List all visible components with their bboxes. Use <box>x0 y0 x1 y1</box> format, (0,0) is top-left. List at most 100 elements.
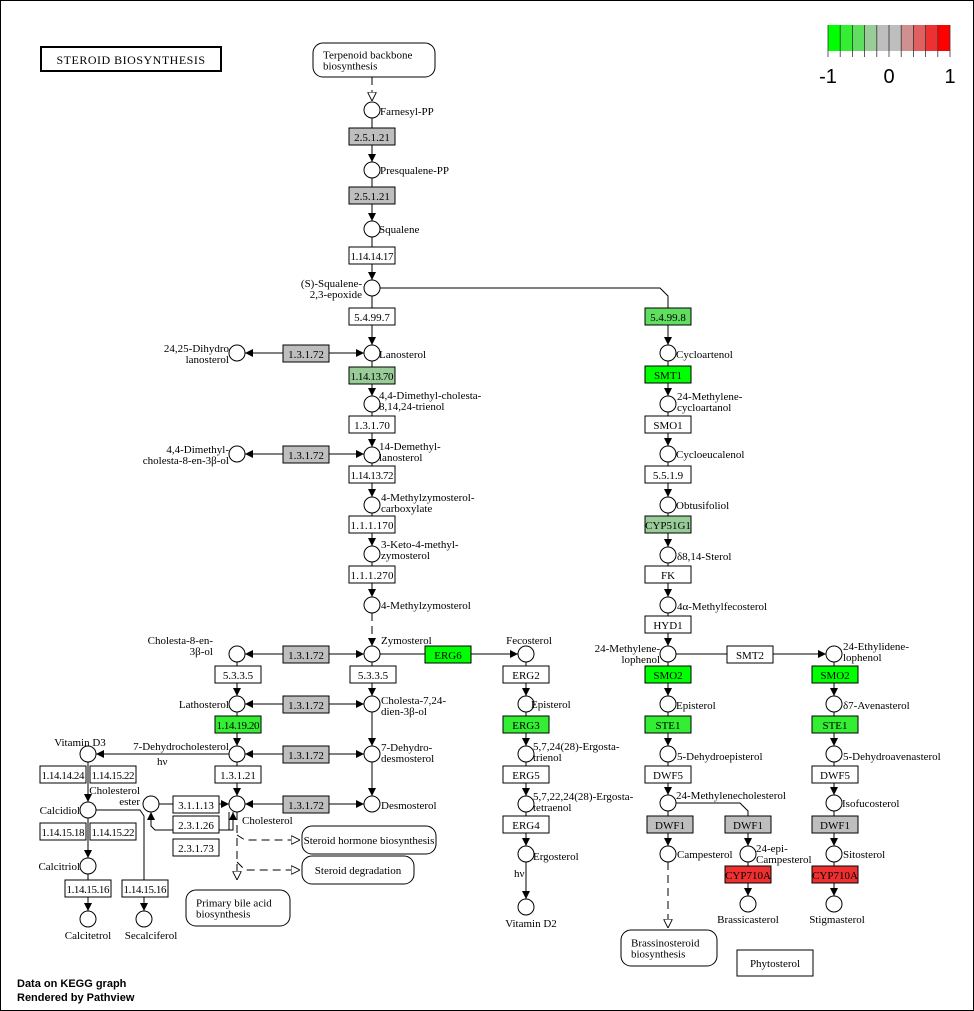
compound-fecosterol[interactable]: Fecosterol <box>506 635 552 663</box>
enzyme-box[interactable] <box>811 865 859 884</box>
enzyme-1-3-1-21[interactable]: 1.3.1.21 <box>214 765 262 784</box>
compound-episterol_y[interactable]: Episterol <box>517 695 571 713</box>
enzyme-box[interactable] <box>811 665 859 684</box>
compound-dhc7[interactable]: 7-Dehydrocholesterol <box>133 741 246 763</box>
enzyme-box[interactable] <box>282 745 330 764</box>
enzyme-1-14-13-70[interactable]: 1.14.13.70 <box>348 366 396 385</box>
compound-node[interactable] <box>142 795 160 813</box>
enzyme-erg5[interactable]: ERG5 <box>502 765 550 784</box>
map-link-hormone[interactable]: Steroid hormone biosynthesis <box>301 825 437 855</box>
compound-secalciferol[interactable]: Secalciferol <box>125 910 178 942</box>
enzyme-1-14-15-16[interactable]: 1.14.15.16 <box>121 879 169 898</box>
compound-node[interactable] <box>363 645 381 663</box>
compound-node[interactable] <box>363 101 381 119</box>
compound-campesterol[interactable]: Campesterol <box>659 845 733 863</box>
enzyme-box[interactable] <box>282 445 330 464</box>
enzyme-box[interactable] <box>502 765 550 784</box>
enzyme-ste1[interactable]: STE1 <box>811 715 859 734</box>
compound-node[interactable] <box>363 279 381 297</box>
compound-node[interactable] <box>659 845 677 863</box>
compound-node[interactable] <box>825 745 843 763</box>
compound-node[interactable] <box>79 910 97 928</box>
compound-node[interactable] <box>659 344 677 362</box>
compound-node[interactable] <box>363 795 381 813</box>
enzyme-smt2[interactable]: SMT2 <box>726 645 774 664</box>
compound-node[interactable] <box>79 745 97 763</box>
enzyme-dwf1[interactable]: DWF1 <box>811 815 859 834</box>
compound-node[interactable] <box>517 645 535 663</box>
compound-keto[interactable]: 3-Keto-4-methyl-zymosterol <box>363 539 459 563</box>
enzyme-1-1-1-270[interactable]: 1.1.1.270 <box>348 565 396 584</box>
compound-mlophenol[interactable]: 24-Methylene-lophenol <box>595 643 677 666</box>
compound-node[interactable] <box>659 794 677 812</box>
enzyme-box[interactable] <box>89 765 137 784</box>
compound-node[interactable] <box>739 895 757 913</box>
compound-node[interactable] <box>825 794 843 812</box>
enzyme-box[interactable] <box>644 565 692 584</box>
compound-cholesterol[interactable]: Cholesterol <box>228 795 293 827</box>
enzyme-1-3-1-72[interactable]: 1.3.1.72 <box>282 795 330 814</box>
compound-desmosterol[interactable]: Desmosterol <box>363 795 437 813</box>
compound-node[interactable] <box>659 496 677 514</box>
map-link-box[interactable] <box>185 889 291 927</box>
compound-node[interactable] <box>228 344 246 362</box>
compound-node[interactable] <box>363 695 381 713</box>
enzyme-box[interactable] <box>348 246 396 265</box>
enzyme-fk[interactable]: FK <box>644 565 692 584</box>
compound-node[interactable] <box>659 645 677 663</box>
enzyme-hyd1[interactable]: HYD1 <box>644 615 692 634</box>
compound-node[interactable] <box>79 801 97 819</box>
enzyme-box[interactable] <box>811 765 859 784</box>
enzyme-box[interactable] <box>724 815 772 834</box>
enzyme-1-3-1-70[interactable]: 1.3.1.70 <box>348 415 396 434</box>
enzyme-5-5-1-9[interactable]: 5.5.1.9 <box>644 465 692 484</box>
compound-node[interactable] <box>739 845 757 863</box>
enzyme-1-14-14-17[interactable]: 1.14.14.17 <box>348 246 396 265</box>
enzyme-box[interactable] <box>282 344 330 363</box>
enzyme-dwf5[interactable]: DWF5 <box>644 765 692 784</box>
enzyme-box[interactable] <box>214 765 262 784</box>
enzyme-5-3-3-5[interactable]: 5.3.3.5 <box>214 665 262 684</box>
enzyme-smt1[interactable]: SMT1 <box>644 365 692 384</box>
compound-ergtrienol[interactable]: 5,7,24(28)-Ergosta-trienol <box>517 741 620 764</box>
enzyme-smo1[interactable]: SMO1 <box>644 415 692 434</box>
enzyme-1-14-15-18[interactable]: 1.14.15.18 <box>39 822 87 841</box>
compound-farnesyl[interactable]: Farnesyl-PP <box>363 101 434 119</box>
enzyme-1-14-15-22[interactable]: 1.14.15.22 <box>89 765 137 784</box>
enzyme-box[interactable] <box>282 795 330 814</box>
compound-node[interactable] <box>363 745 381 763</box>
enzyme-box[interactable] <box>39 822 87 841</box>
compound-node[interactable] <box>825 645 843 663</box>
enzyme-1-14-15-16[interactable]: 1.14.15.16 <box>64 879 112 898</box>
compound-node[interactable] <box>659 745 677 763</box>
enzyme-box[interactable] <box>89 822 137 841</box>
compound-node[interactable] <box>825 895 843 913</box>
compound-node[interactable] <box>517 845 535 863</box>
enzyme-box[interactable] <box>348 307 396 326</box>
compound-episterol_p[interactable]: Episterol <box>659 695 716 713</box>
compound-ergosterol[interactable]: Ergosterol <box>517 845 579 863</box>
enzyme-box[interactable] <box>644 665 692 684</box>
enzyme-ste1[interactable]: STE1 <box>644 715 692 734</box>
enzyme-box[interactable] <box>726 645 774 664</box>
enzyme-1-3-1-72[interactable]: 1.3.1.72 <box>282 745 330 764</box>
compound-sitosterol[interactable]: Sitosterol <box>825 845 885 863</box>
compound-node[interactable] <box>363 545 381 563</box>
enzyme-box[interactable] <box>646 815 694 834</box>
compound-mchol[interactable]: 24-Methylenecholesterol <box>659 790 786 812</box>
enzyme-box[interactable] <box>724 865 772 884</box>
map-link-box[interactable] <box>301 825 437 855</box>
enzyme-1-14-13-72[interactable]: 1.14.13.72 <box>348 465 396 484</box>
compound-dhdesmo[interactable]: 7-Dehydro-desmosterol <box>363 742 434 765</box>
compound-cholesta8[interactable]: Cholesta-8-en-3β-ol <box>148 635 246 663</box>
enzyme-cyp710a[interactable]: CYP710A <box>811 865 859 884</box>
compound-node[interactable] <box>363 496 381 514</box>
compound-node[interactable] <box>363 446 381 464</box>
compound-node[interactable] <box>363 344 381 362</box>
compound-ergtetraenol[interactable]: 5,7,22,24(28)-Ergosta-tetraenol <box>517 791 634 814</box>
map-link-degradation[interactable]: Steroid degradation <box>301 855 415 885</box>
compound-calcitetrol[interactable]: Calcitetrol <box>65 910 111 942</box>
